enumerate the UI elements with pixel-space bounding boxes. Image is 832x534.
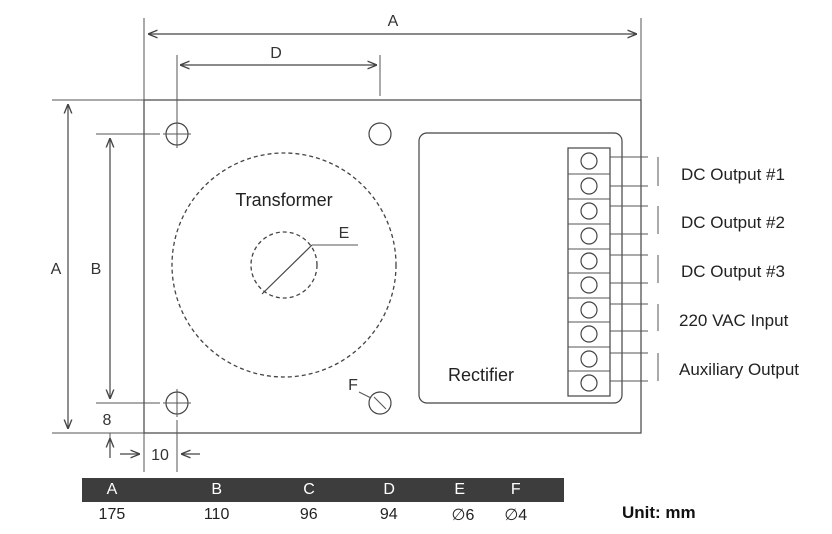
value-cell-c: 96 <box>299 506 318 523</box>
dimension-ten-label: 10 <box>151 447 169 464</box>
header-cell-e: E <box>454 481 466 498</box>
terminal-screw <box>568 202 610 225</box>
terminal-block <box>567 147 611 397</box>
header-cell-c: C <box>303 481 315 498</box>
unit-label: Unit: mm <box>622 503 696 522</box>
hole-f: F <box>348 377 392 415</box>
dimension-d: D <box>176 45 381 122</box>
terminal-screw <box>580 374 598 392</box>
mounting-hole-bottom-left <box>163 389 191 417</box>
header-cell-d: D <box>383 481 395 498</box>
terminal-leads <box>610 156 659 382</box>
terminal-label-dc-output-1: DC Output #1 <box>681 165 785 184</box>
transformer: E Transformer <box>171 152 397 378</box>
terminal-label-dc-output-3: DC Output #3 <box>681 262 785 281</box>
dimension-ten: 10 <box>120 420 200 472</box>
value-cell-b: 110 <box>203 506 230 523</box>
header-cell-b: B <box>211 481 223 498</box>
terminal-screw <box>568 177 610 200</box>
dimension-b: B <box>91 133 160 404</box>
value-cell-d: 94 <box>379 506 398 523</box>
terminal-label-220vac-input: 220 VAC Input <box>679 311 789 330</box>
mounting-hole-top-left <box>163 120 191 148</box>
dimension-a-top: A <box>143 13 642 100</box>
dimension-a-left: A <box>51 99 144 434</box>
hole-f-label: F <box>348 377 358 394</box>
terminal-screw <box>568 276 610 299</box>
header-cell-f: F <box>510 481 521 498</box>
header-cell-a: A <box>106 481 118 498</box>
hole-e-label: E <box>339 225 350 242</box>
dimension-b-label: B <box>91 261 102 278</box>
dimension-a-left-label: A <box>51 261 62 278</box>
enclosure-outline <box>143 99 642 434</box>
dimension-d-label: D <box>270 45 282 62</box>
dimension-table-values: 175 110 96 94 ∅6 ∅4 <box>82 502 564 528</box>
transformer-label: Transformer <box>235 190 332 210</box>
terminal-label-auxiliary-output: Auxiliary Output <box>679 360 799 379</box>
mounting-hole-top-right <box>368 122 392 146</box>
terminal-screw <box>568 301 610 323</box>
terminal-screw <box>568 350 610 372</box>
terminal-screw <box>568 227 610 250</box>
rectifier-label: Rectifier <box>448 365 514 385</box>
terminal-screw <box>568 252 610 274</box>
dimension-table-header: A B C D E F <box>82 478 564 502</box>
value-cell-a: 175 <box>98 506 126 523</box>
terminal-screw <box>568 325 610 348</box>
dimension-eight-label: 8 <box>103 412 112 429</box>
terminal-screw <box>568 152 610 175</box>
rectifier: Rectifier <box>418 132 623 404</box>
dimension-a-top-label: A <box>388 13 399 30</box>
value-cell-f: ∅4 <box>504 507 528 524</box>
dimension-table: A B C D E F 175 110 96 94 ∅6 ∅4 <box>82 478 564 528</box>
value-cell-e: ∅6 <box>451 507 475 524</box>
terminal-label-dc-output-2: DC Output #2 <box>681 213 785 232</box>
dimension-eight: 8 <box>103 412 112 458</box>
